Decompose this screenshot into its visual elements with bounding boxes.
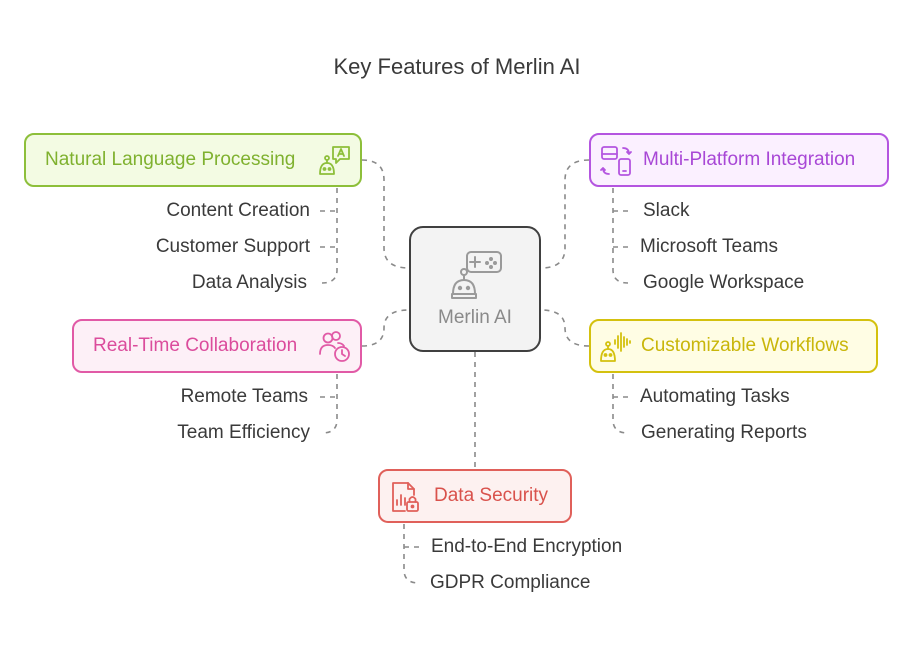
realtime-item: Team Efficiency: [177, 422, 310, 443]
robot-chat-icon: [319, 146, 350, 175]
nlp-item: Customer Support: [155, 236, 310, 257]
robot-controller-icon: [451, 251, 502, 299]
feature-workflows-label: Customizable Workflows: [641, 335, 849, 356]
feature-multi-platform-box: Multi-Platform Integration: [589, 133, 889, 187]
feature-security-label: Data Security: [434, 485, 549, 506]
feature-nlp-label: Natural Language Processing: [45, 149, 296, 170]
feature-realtime-label: Real-Time Collaboration: [93, 335, 298, 356]
center-node: Merlin AI: [409, 226, 541, 352]
realtime-item: Remote Teams: [180, 386, 308, 407]
workflows-item: Generating Reports: [641, 422, 807, 443]
multi-platform-item: Google Workspace: [643, 272, 805, 293]
feature-security-box: Data Security: [378, 469, 572, 523]
feature-workflows-box: Customizable Workflows: [589, 319, 878, 373]
center-label: Merlin AI: [438, 307, 512, 328]
nlp-item: Data Analysis: [191, 272, 307, 293]
multi-platform-item: Slack: [643, 200, 690, 221]
security-item: GDPR Compliance: [430, 572, 591, 593]
diagram-title: Key Features of Merlin AI: [333, 54, 581, 79]
devices-sync-icon: [600, 146, 632, 176]
robot-soundwave-icon: [600, 332, 631, 362]
multi-platform-item: Microsoft Teams: [640, 236, 778, 257]
nlp-item: Content Creation: [166, 200, 310, 221]
file-lock-icon: [392, 482, 419, 512]
security-item: End-to-End Encryption: [431, 536, 623, 557]
feature-realtime-box: Real-Time Collaboration: [72, 319, 362, 373]
feature-multi-platform-label: Multi-Platform Integration: [643, 149, 856, 170]
users-clock-icon: [319, 331, 350, 362]
feature-nlp-box: Natural Language Processing: [24, 133, 362, 187]
workflows-item: Automating Tasks: [640, 386, 790, 407]
